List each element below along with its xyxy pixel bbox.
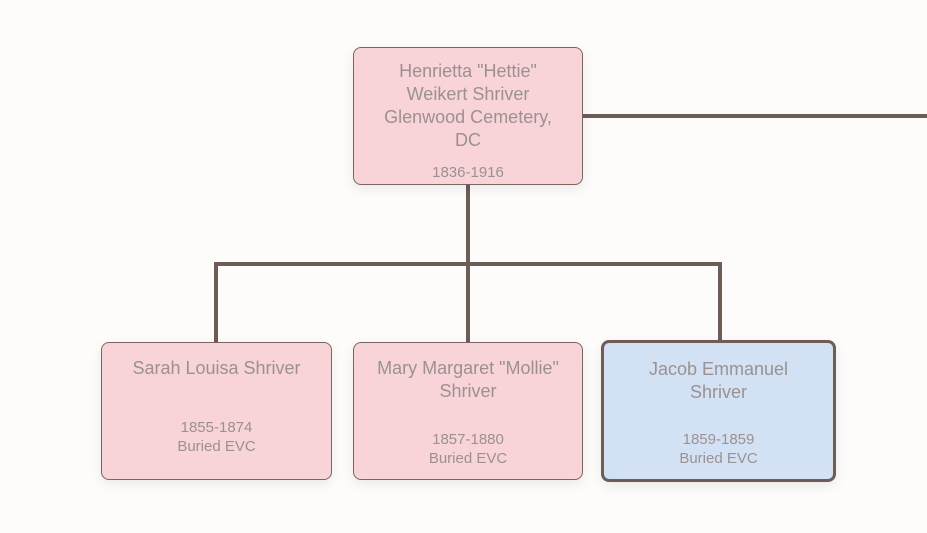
parent-down-connector xyxy=(466,184,470,265)
name-line: Mary Margaret "Mollie" xyxy=(377,358,559,378)
person-name: Jacob Emmanuel Shriver xyxy=(604,358,833,404)
name-line: Weikert Shriver xyxy=(406,84,530,104)
name-line: Henrietta "Hettie" xyxy=(399,61,537,81)
person-node-henrietta-shriver[interactable]: Henrietta "Hettie" Weikert Shriver Glenw… xyxy=(353,47,583,185)
person-node-mary-margaret-shriver[interactable]: Mary Margaret "Mollie" Shriver 1857-1880… xyxy=(353,342,583,480)
child-2-connector xyxy=(466,262,470,343)
person-note: Buried EVC xyxy=(428,450,508,467)
name-line: Glenwood Cemetery, xyxy=(384,107,552,127)
name-line: DC xyxy=(455,130,481,150)
person-dates: 1859-1859 xyxy=(682,431,755,448)
person-name: Sarah Louisa Shriver xyxy=(102,357,331,380)
person-name: Henrietta "Hettie" Weikert Shriver Glenw… xyxy=(354,60,582,152)
child-1-connector xyxy=(214,262,218,343)
person-dates: 1857-1880 xyxy=(432,431,504,448)
person-dates: 1836-1916 xyxy=(432,164,504,181)
person-node-jacob-emmanuel-shriver[interactable]: Jacob Emmanuel Shriver 1859-1859 Buried … xyxy=(601,340,836,482)
name-line: Jacob Emmanuel xyxy=(648,359,789,379)
child-3-connector xyxy=(718,262,722,343)
person-node-sarah-louisa-shriver[interactable]: Sarah Louisa Shriver 1855-1874 Buried EV… xyxy=(101,342,332,480)
person-note: Buried EVC xyxy=(177,438,256,455)
person-note: Buried EVC xyxy=(679,450,758,467)
name-line: Sarah Louisa Shriver xyxy=(132,358,301,378)
name-line: Shriver xyxy=(439,381,497,401)
person-name: Mary Margaret "Mollie" Shriver xyxy=(354,357,582,403)
person-dates: 1855-1874 xyxy=(180,419,253,436)
name-line: Shriver xyxy=(689,382,747,402)
spouse-connector-line xyxy=(582,114,927,118)
